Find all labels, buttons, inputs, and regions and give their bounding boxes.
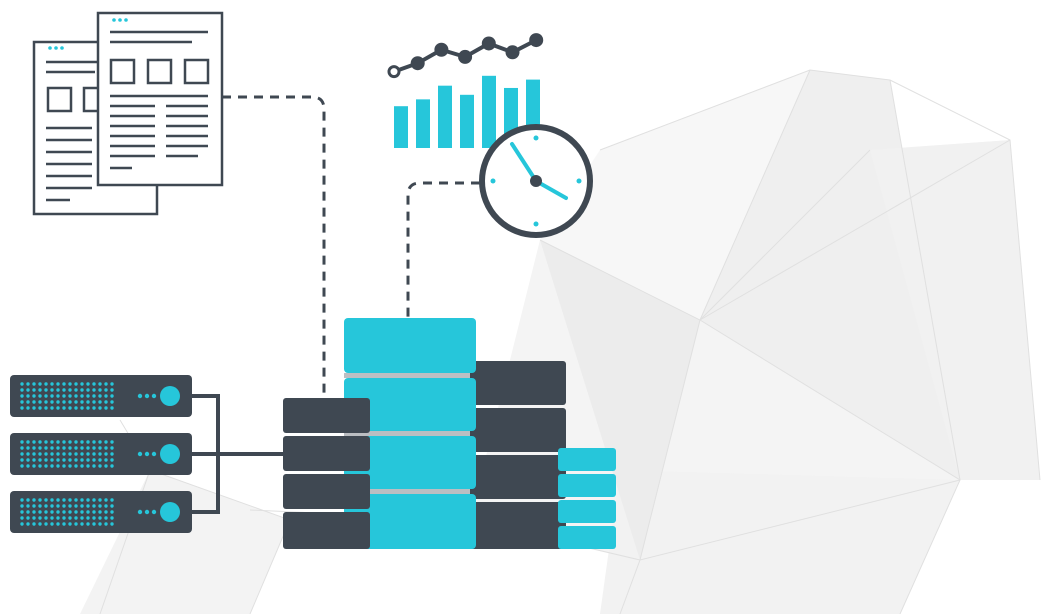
server-led [151, 509, 157, 515]
server-led [144, 509, 150, 515]
chart-point [481, 36, 496, 51]
clock-minute-hand [510, 142, 538, 183]
bar-line-chart-icon [387, 33, 544, 148]
connectors [192, 95, 480, 514]
server-led [144, 393, 150, 399]
database-column-front [283, 398, 370, 549]
database-column-small [558, 448, 616, 549]
server-led [151, 451, 157, 457]
database-column-back [470, 361, 566, 549]
clock-tick-9 [490, 178, 496, 184]
clock-icon [479, 124, 593, 238]
server-led [137, 393, 143, 399]
server-unit [10, 375, 192, 417]
rack-server-icon [10, 375, 192, 533]
clock-tick-3 [576, 178, 582, 184]
server-vent-grid [20, 382, 114, 410]
database-column-main [344, 318, 476, 549]
server-led [137, 451, 143, 457]
document-stack-icon [32, 11, 224, 216]
database-stack-icon [283, 318, 616, 549]
server-unit [10, 433, 192, 475]
clock-tick-12 [533, 135, 539, 141]
dashed-connector-documents [222, 95, 326, 400]
server-power-indicator [160, 502, 180, 522]
server-led [151, 393, 157, 399]
server-led [144, 451, 150, 457]
chart-point [434, 42, 449, 57]
clock-tick-6 [533, 221, 539, 227]
clock-center [530, 175, 542, 187]
server-led [137, 509, 143, 515]
server-vent-grid [20, 440, 114, 468]
chart-bar [482, 75, 496, 148]
server-power-indicator [160, 386, 180, 406]
chart-point [529, 33, 544, 48]
chart-point [410, 56, 425, 71]
server-vent-grid [20, 498, 114, 526]
document-front [96, 11, 224, 187]
chart-bar [460, 94, 474, 148]
server-bus [192, 394, 284, 514]
chart-bar [416, 99, 430, 148]
server-power-indicator [160, 444, 180, 464]
chart-bar [438, 85, 452, 148]
chart-trend-line [387, 33, 544, 79]
server-unit [10, 491, 192, 533]
chart-point [458, 49, 473, 64]
chart-point [387, 65, 401, 79]
chart-bar [394, 106, 408, 148]
dashed-connector-clock [406, 181, 480, 320]
chart-point [505, 45, 520, 60]
